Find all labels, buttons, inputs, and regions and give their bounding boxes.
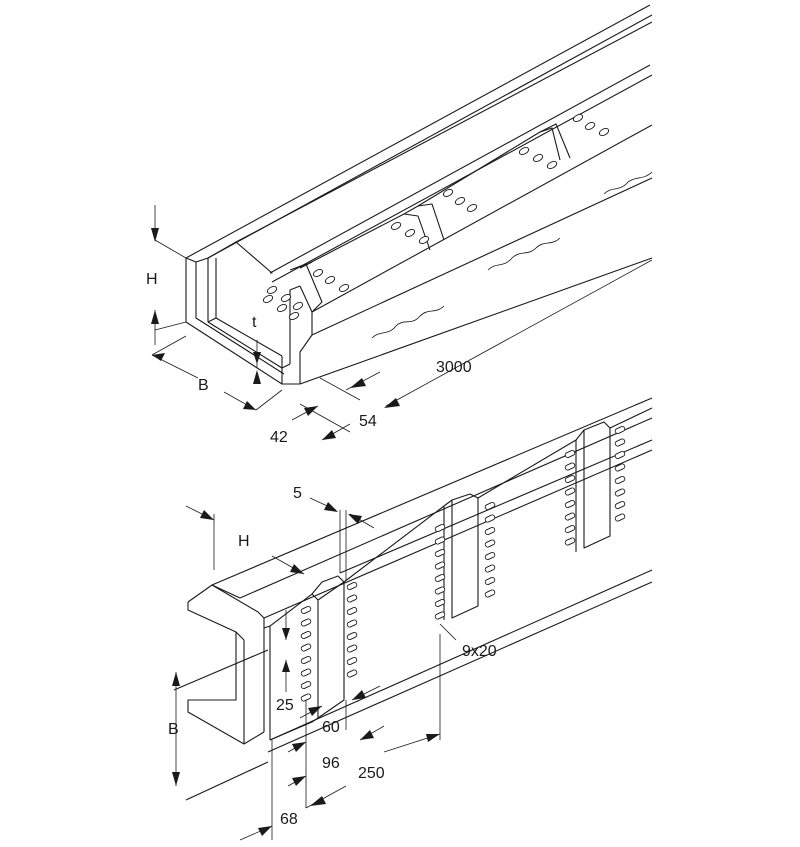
slot-hole: [484, 526, 496, 536]
slot-hole: [300, 668, 312, 677]
slot-hole: [614, 463, 626, 472]
top-dim-b: [151, 335, 283, 411]
slot-hole: [614, 425, 626, 435]
bottom-slot-group: [300, 425, 626, 702]
slot-hole: [346, 669, 358, 678]
slot-hole: [434, 548, 446, 558]
slot-hole: [564, 512, 576, 521]
slot-hole: [614, 438, 626, 447]
slot-hole: [484, 551, 496, 561]
slot-hole: [564, 537, 576, 546]
slot-hole: [614, 500, 626, 510]
slot-hole: [484, 564, 496, 573]
slot-hole: [564, 499, 576, 509]
slot-hole: [564, 524, 576, 534]
bottom-dim-25: [282, 610, 290, 692]
bottom-dim-60-label: 60: [322, 719, 340, 736]
bottom-gap-label: 5: [293, 485, 302, 502]
bottom-dim-96: [287, 725, 385, 753]
top-dim-h: [151, 205, 187, 345]
slot-hole: [484, 514, 496, 523]
bottom-width-label: B: [168, 721, 179, 738]
slot-hole: [614, 513, 626, 522]
slot-hole: [300, 655, 312, 665]
slot-hole: [346, 594, 358, 603]
slot-hole: [434, 598, 446, 608]
slot-hole: [300, 618, 312, 627]
slot-hole: [614, 475, 626, 485]
bottom-dim-96-label: 96: [322, 755, 340, 772]
top-length-label: 3000: [436, 359, 472, 376]
slot-hole: [484, 589, 496, 598]
slot-hole: [564, 462, 576, 471]
slot-hole: [564, 449, 576, 459]
slot-hole: [484, 539, 496, 548]
top-thickness-label: t: [252, 314, 257, 331]
bottom-hole-label: 9x20: [462, 643, 497, 660]
bottom-trunking-view: 5 H 9x20 25 B 60 96 250 68: [168, 397, 653, 841]
slot-hole: [564, 474, 576, 484]
slot-hole: [564, 487, 576, 496]
slot-hole: [346, 581, 358, 591]
bottom-dim-68-label: 68: [280, 811, 298, 828]
bottom-dim-60: [299, 685, 381, 719]
top-dim-t: [253, 340, 261, 384]
top-height-label: H: [146, 271, 158, 288]
slot-hole: [484, 501, 496, 511]
slot-hole: [300, 680, 312, 690]
slot-hole: [614, 488, 626, 497]
bottom-dim-250: [383, 733, 441, 753]
bottom-hole-leader: [439, 623, 457, 641]
slot-hole: [300, 605, 312, 615]
bottom-dim-68: [239, 775, 347, 841]
slot-hole: [434, 611, 446, 620]
top-dim-42-54: [291, 377, 361, 441]
top-trunking-view: H t B 3000 54 42: [146, 4, 653, 446]
slot-hole: [300, 643, 312, 652]
bottom-height-label: H: [238, 533, 250, 550]
top-dim-3000: [345, 259, 653, 408]
top-width-label: B: [198, 377, 209, 394]
top-dim-54-label: 54: [359, 413, 377, 430]
slot-hole: [434, 573, 446, 583]
slot-hole: [300, 630, 312, 640]
slot-hole: [346, 644, 358, 653]
bottom-pitch-label: 25: [276, 697, 294, 714]
top-dim-42-label: 42: [270, 429, 288, 446]
bottom-dim-5: [309, 497, 375, 580]
slot-hole: [434, 586, 446, 595]
slot-hole: [346, 606, 358, 616]
slot-hole: [346, 619, 358, 628]
slot-hole: [434, 523, 446, 533]
slot-hole: [300, 693, 312, 702]
slot-hole: [614, 450, 626, 460]
top-slot-group: [262, 114, 610, 320]
slot-hole: [346, 656, 358, 666]
slot-hole: [434, 536, 446, 545]
bottom-dim-b: [172, 672, 180, 786]
slot-hole: [484, 576, 496, 586]
bottom-dim-250-label: 250: [358, 765, 385, 782]
slot-hole: [434, 561, 446, 570]
bottom-dim-h: [185, 505, 305, 575]
slot-hole: [346, 631, 358, 641]
